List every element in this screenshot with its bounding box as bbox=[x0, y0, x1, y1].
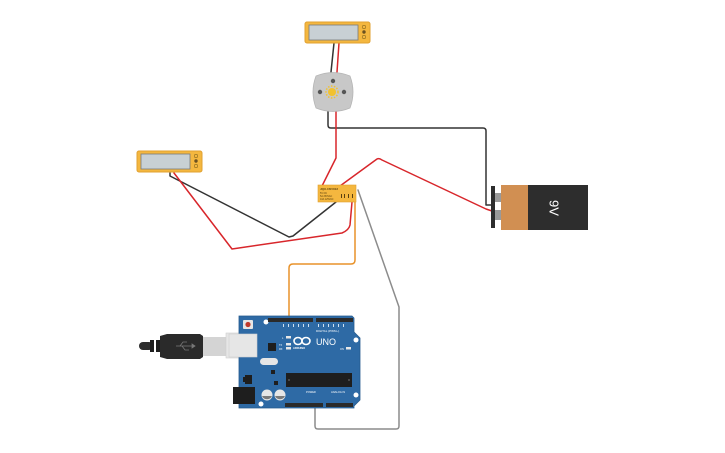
capacitor-mark bbox=[275, 396, 285, 400]
wire-orange-relay-arduino[interactable] bbox=[288, 201, 356, 322]
digital-header-2[interactable] bbox=[316, 318, 353, 322]
arduino-board bbox=[238, 315, 361, 409]
usb-chip bbox=[268, 343, 276, 351]
led-tx bbox=[286, 343, 291, 346]
display-module-left[interactable] bbox=[136, 150, 203, 173]
dc-motor[interactable] bbox=[312, 72, 354, 112]
usb-cable-ring bbox=[150, 340, 154, 352]
relay-pin-marks bbox=[341, 194, 353, 198]
voltage-regulator bbox=[245, 375, 252, 384]
led-l bbox=[286, 336, 291, 339]
mounting-hole bbox=[258, 401, 264, 407]
led-l-label: L bbox=[282, 337, 284, 340]
small-chip bbox=[271, 370, 275, 374]
wire-red-motor-relay[interactable] bbox=[321, 107, 337, 187]
led-rx-label: RX bbox=[279, 348, 283, 351]
usb-cable-tip bbox=[139, 342, 153, 350]
reset-button-cap[interactable] bbox=[245, 321, 251, 328]
atmega-chip bbox=[286, 373, 352, 387]
power-jack bbox=[233, 387, 255, 404]
wire-red-lcd-top-motor[interactable] bbox=[336, 42, 340, 73]
module-pin-icon bbox=[361, 24, 366, 29]
wire-red-relay-battery[interactable] bbox=[339, 157, 493, 212]
digital-header-1[interactable] bbox=[268, 318, 313, 322]
usb-cable-boot bbox=[160, 334, 203, 359]
wire-black-lcd-left-relay[interactable] bbox=[169, 172, 337, 238]
battery-9v[interactable]: 9V bbox=[491, 185, 588, 230]
battery-copper-band bbox=[501, 185, 529, 230]
led-on bbox=[346, 347, 351, 350]
relay-rating-label: 5A 250VAC bbox=[320, 195, 332, 198]
digital-label: DIGITAL (PWM~) bbox=[316, 329, 339, 333]
small-chip bbox=[274, 381, 278, 385]
relay-model-label: JQX-15F/012 bbox=[320, 187, 338, 191]
usb-icon bbox=[176, 341, 196, 351]
model-label: UNO bbox=[316, 337, 336, 347]
module-pin-icon bbox=[194, 159, 198, 163]
chip-dot bbox=[288, 379, 290, 381]
mounting-hole bbox=[353, 337, 359, 343]
motor-terminal-icon bbox=[341, 89, 347, 95]
motor-terminal-icon bbox=[330, 78, 336, 84]
analog-header[interactable] bbox=[326, 403, 353, 407]
wire-gray-relay-arduino[interactable] bbox=[314, 189, 400, 430]
battery-connector bbox=[491, 186, 495, 228]
mounting-hole bbox=[353, 392, 359, 398]
led-tx-label: TX bbox=[279, 344, 283, 347]
module-screen bbox=[308, 24, 359, 41]
battery-terminal bbox=[495, 193, 501, 202]
led-on-label: ON bbox=[340, 348, 344, 351]
battery-body bbox=[528, 185, 588, 230]
led-rx bbox=[286, 347, 291, 350]
display-module-top[interactable] bbox=[304, 21, 371, 44]
arduino-logo-icon bbox=[293, 336, 311, 346]
motor-hub-icon bbox=[325, 85, 339, 99]
module-pin-icon bbox=[194, 164, 199, 169]
arduino-uno[interactable]: DIGITAL (PWM~) L TX RX ON ARDUINO UNO bbox=[228, 315, 361, 409]
arduino-usb-port bbox=[228, 333, 258, 358]
relay-rating2-label: 10A 125VAC bbox=[320, 198, 334, 201]
power-header[interactable] bbox=[285, 403, 323, 407]
module-pin-icon bbox=[194, 154, 199, 159]
voltage-regulator-tab bbox=[243, 377, 245, 382]
battery-terminal bbox=[495, 210, 501, 220]
capacitor-mark bbox=[262, 396, 272, 400]
module-pin-icon bbox=[361, 34, 366, 39]
crystal bbox=[260, 358, 278, 365]
wire-red-lcd-left-relay[interactable] bbox=[173, 172, 353, 250]
wire-black-motor-battery[interactable] bbox=[327, 107, 493, 206]
chip-dot bbox=[348, 379, 350, 381]
mounting-hole bbox=[263, 319, 269, 325]
usb-plug bbox=[203, 337, 228, 356]
relay[interactable]: JQX-15F/012 5V DC 5A 250VAC 10A 125VAC bbox=[317, 184, 357, 203]
module-screen bbox=[140, 153, 191, 170]
relay-body bbox=[317, 184, 357, 203]
module-pin-icon bbox=[362, 30, 366, 34]
wires bbox=[169, 42, 493, 430]
wire-black-lcd-top-motor[interactable] bbox=[330, 42, 335, 73]
brand-label: ARDUINO bbox=[293, 346, 305, 350]
motor-terminal-icon bbox=[317, 89, 323, 95]
usb-cable-ring bbox=[156, 340, 160, 352]
power-label: POWER bbox=[306, 390, 316, 394]
battery-label: 9V bbox=[547, 200, 562, 216]
relay-voltage-label: 5V DC bbox=[320, 192, 327, 195]
analog-label: ANALOG IN bbox=[331, 390, 345, 394]
digital-pin-labels bbox=[283, 324, 344, 327]
